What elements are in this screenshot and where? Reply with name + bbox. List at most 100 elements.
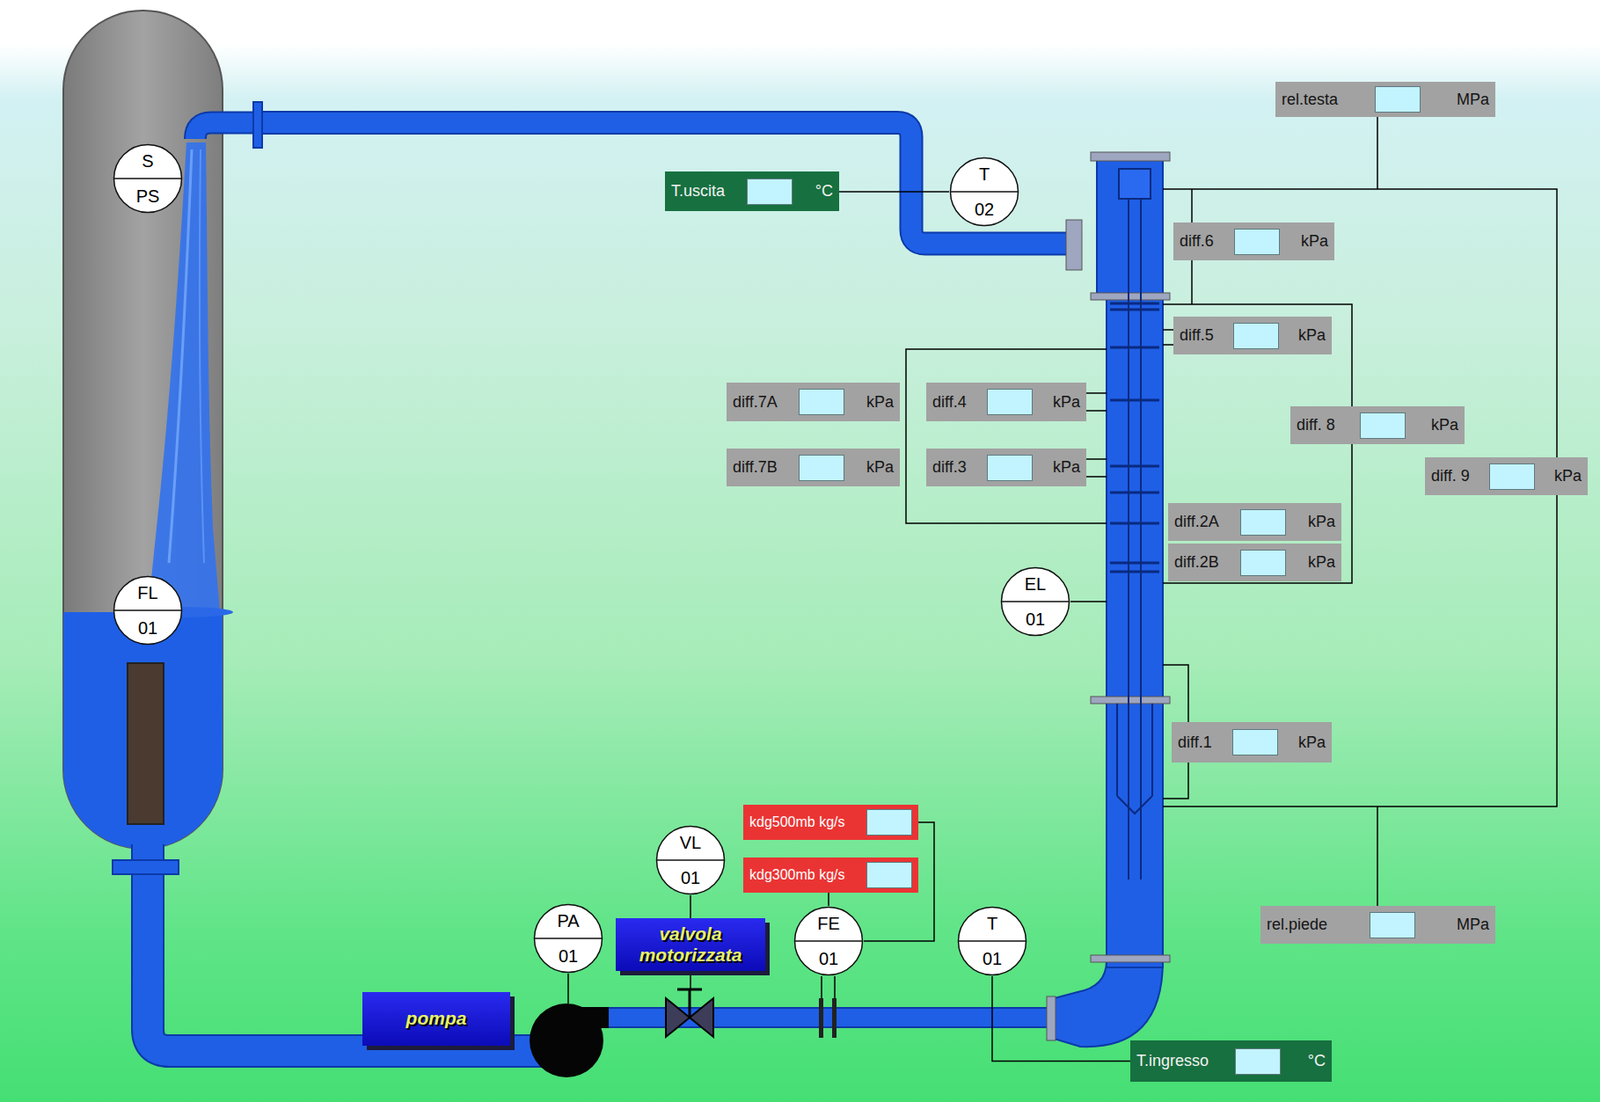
tag-row: 01 <box>1000 601 1071 637</box>
value-field <box>1232 729 1279 756</box>
suction-pipe-outline <box>147 844 546 1052</box>
tag-row: PA <box>533 903 604 939</box>
delivery-pipe-outline <box>580 1007 1056 1029</box>
value-field <box>1359 412 1406 439</box>
display-panel: diff.3kPa <box>926 448 1087 487</box>
unit-label: kPa <box>866 458 894 477</box>
leader-line <box>821 976 835 999</box>
tag-row: FL <box>112 575 183 611</box>
divider-line <box>1001 600 1069 603</box>
tag-row: 01 <box>793 941 864 977</box>
divider-line <box>114 609 182 612</box>
display-panel: rel.testaMPa <box>1275 81 1496 117</box>
divider-line <box>950 190 1018 193</box>
unit-label: °C <box>815 182 833 201</box>
value-field <box>1240 549 1286 577</box>
impulse-line <box>1376 806 1379 906</box>
impulse-lines <box>568 116 1557 1004</box>
tag-row: PS <box>112 178 183 214</box>
value-field <box>798 454 845 482</box>
instrument-circle <box>114 145 183 213</box>
signal-line <box>839 190 950 193</box>
instrument-tag: FE01 <box>793 905 864 977</box>
tag-row: 02 <box>949 191 1020 227</box>
flow-panel: kdg500mb kg/s <box>743 804 919 841</box>
unit-label: kPa <box>1307 553 1336 572</box>
panel-label: diff.2B <box>1174 553 1220 572</box>
tag-text: 01 <box>818 949 839 970</box>
spacer-grid <box>1110 303 1160 572</box>
flange <box>1066 219 1082 271</box>
display-panel: diff.2A kPa <box>1168 503 1342 541</box>
elbow <box>1051 960 1163 1047</box>
level-probe <box>127 663 164 825</box>
tag-text: 01 <box>558 946 578 967</box>
flange <box>1046 996 1056 1041</box>
value-field <box>746 178 793 205</box>
panel-label: rel.testa <box>1281 90 1338 110</box>
button-label: valvola motorizzata <box>622 923 759 966</box>
display-panel: diff.5kPa <box>1173 316 1332 355</box>
instrument-tag: VL 01 <box>655 825 726 896</box>
display-panel: diff.4kPa <box>926 382 1087 422</box>
panel-label: diff.5 <box>1179 326 1214 345</box>
unit-label: kPa <box>1300 232 1329 251</box>
temperature-panel: T.ingresso°C <box>1130 1040 1332 1082</box>
value-field <box>866 809 913 836</box>
orifice-plate <box>832 998 837 1038</box>
tag-text: 01 <box>982 949 1002 970</box>
divider-line <box>958 940 1026 943</box>
panel-label: diff.4 <box>932 393 967 412</box>
tag-row: VL <box>655 825 726 861</box>
waterfall-streak <box>168 149 192 563</box>
tag-row: T <box>957 905 1028 942</box>
instrument-tag: FL 01 <box>112 575 183 646</box>
signal-line <box>827 892 830 906</box>
unit-label: MPa <box>1456 915 1490 935</box>
tag-text: 01 <box>138 618 158 639</box>
impulse-line <box>1162 189 1557 807</box>
value-field <box>986 388 1033 416</box>
outlet-pipe <box>260 123 1069 245</box>
value-field <box>798 388 845 416</box>
display-panel: diff. 8kPa <box>1290 406 1465 445</box>
tag-row: 01 <box>112 610 183 646</box>
waterfall-streak <box>199 149 205 563</box>
instrument-circle <box>1001 568 1070 636</box>
panel-label: diff. 8 <box>1296 416 1336 435</box>
value-field <box>1369 912 1416 939</box>
flow-panel: kdg300mb kg/s <box>743 857 919 893</box>
tag-row: EL <box>1000 566 1071 602</box>
instrument-tag: T 01 <box>957 905 1028 977</box>
head-detail <box>1118 168 1151 199</box>
impulse-line <box>1086 393 1107 477</box>
instrument-circle <box>114 577 183 645</box>
flange <box>253 102 263 148</box>
divider-line <box>657 859 724 862</box>
flange <box>112 860 179 875</box>
tag-row: T <box>949 156 1020 192</box>
leader-line <box>1070 600 1107 603</box>
instrument-circle <box>950 158 1019 227</box>
instrument-tag: PA 01 <box>533 903 604 974</box>
signal-line <box>863 822 935 942</box>
tag-text: PA <box>556 911 579 932</box>
instrument-tag: EL01 <box>1000 566 1071 637</box>
impulse-line <box>905 349 1107 524</box>
tag-text: T <box>986 913 998 935</box>
tag-row: 01 <box>533 938 604 974</box>
unit-label: kPa <box>1298 733 1326 753</box>
tag-row: 01 <box>655 860 726 896</box>
tag-text: VL <box>679 832 702 854</box>
value-field <box>986 454 1033 482</box>
signal-line <box>992 976 1131 1062</box>
divider-line <box>795 940 863 943</box>
panel-label: kdg300mb kg/s <box>749 867 846 884</box>
unit-label: kPa <box>1307 512 1336 532</box>
vessel-liquid <box>63 612 223 849</box>
flange <box>1090 955 1170 963</box>
panel-label: diff.2A <box>1174 512 1220 532</box>
unit-label: kPa <box>1554 467 1582 486</box>
panel-label: diff.7A <box>732 393 778 412</box>
divider-line <box>534 937 602 940</box>
